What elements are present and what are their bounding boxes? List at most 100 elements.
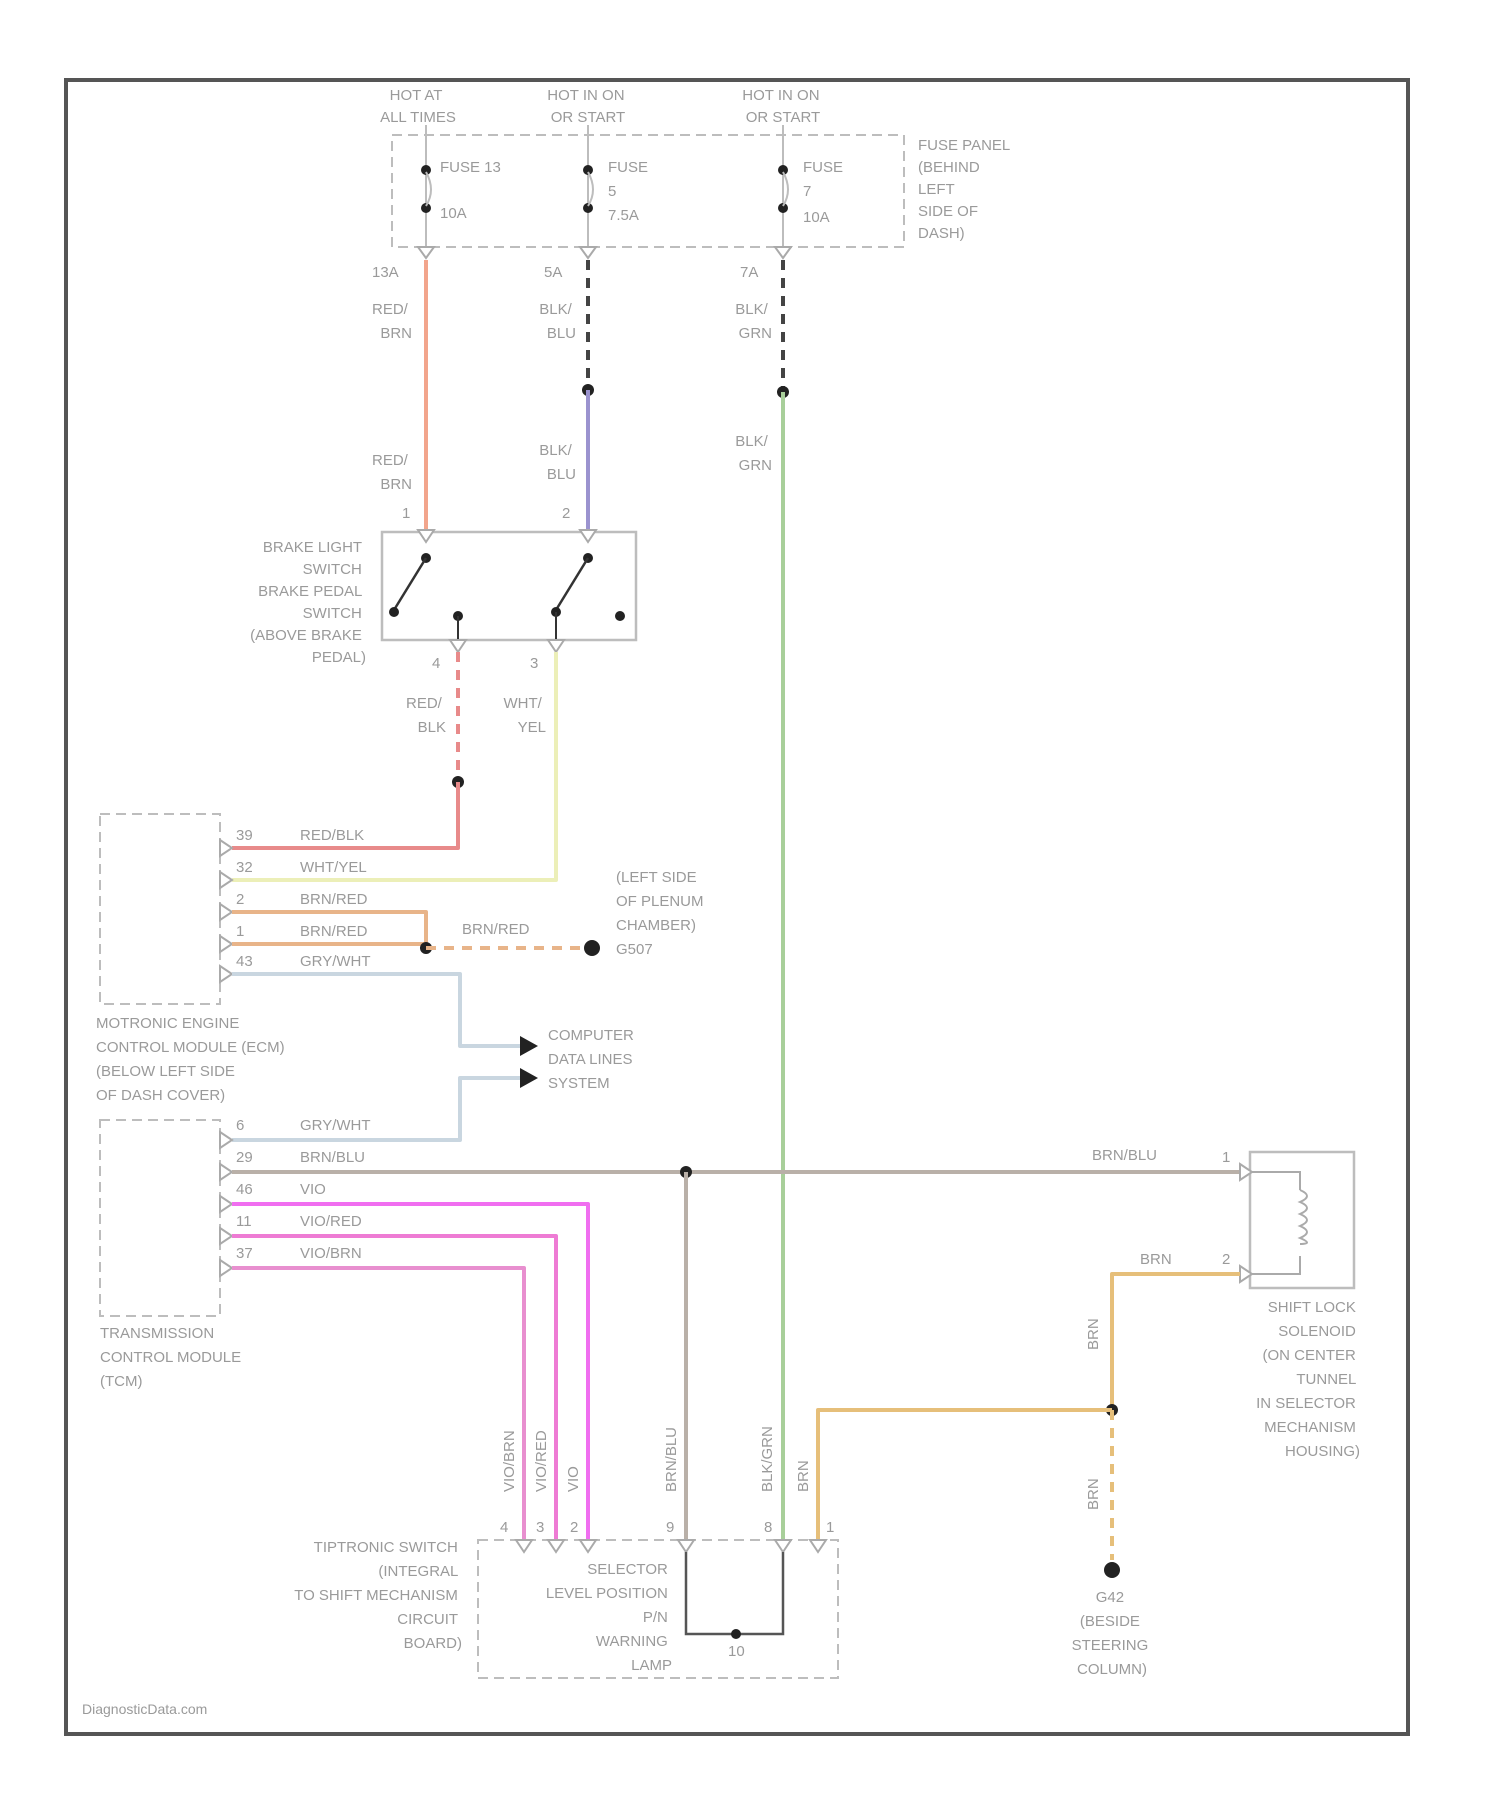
wire-blk-grn-label-mid: BLK/ GRN [735,433,772,474]
tcm-pin-6: 6 [236,1117,244,1134]
tcm-pin-11: 11 [236,1213,252,1230]
tiptronic-pins [516,1540,826,1552]
ecm-wire-32: WHT/YEL [300,859,367,876]
tcm-pin-29: 29 [236,1149,253,1166]
wire-red-brn-label-top: RED/ BRN [372,301,412,342]
ecm-pin-1: 1 [236,923,244,940]
wire-brn-vertical-label-1: BRN [1085,1318,1102,1350]
hot-run-start-label-2: HOT IN ON OR START [742,87,823,126]
tiptronic-label: TIPTRONIC SWITCH (INTEGRAL TO SHIFT MECH… [294,1539,462,1652]
brake-switch-pin-4: 4 [432,655,440,672]
tiptronic-pin-3: 3 [536,1519,544,1536]
tiptronic-wire-vio: VIO [565,1466,582,1492]
tcm-wire-6: GRY/WHT [300,1117,371,1134]
ecm-pin-32: 32 [236,859,253,876]
tcm-wire-37: VIO/BRN [300,1245,362,1262]
fuse-7-connector-pin [775,247,791,258]
brake-light-switch: 1 2 4 3 [382,505,636,672]
brake-switch-label: BRAKE LIGHT SWITCH BRAKE PEDAL SWITCH (A… [250,539,366,666]
ecm-wire-43: GRY/WHT [300,953,371,970]
tcm-wire-46: VIO [300,1181,326,1198]
selector-lamp-label: SELECTOR LEVEL POSITION P/N WARNING LAMP [546,1561,672,1674]
fuse-13-connector-pin [418,247,434,258]
tcm-wire-29: BRN/BLU [300,1149,365,1166]
fuse-5-connector-pin [580,247,596,258]
ground-g507 [584,940,600,956]
shift-lock-pin-2: 2 [1222,1251,1230,1268]
ground-steering-label: G42 (BESIDE STEERING COLUMN) [1072,1589,1153,1678]
tcm-pin-37: 37 [236,1245,253,1262]
tcm-pin-46: 46 [236,1181,253,1198]
wire-blk-blu-label-bottom: BLK/ BLU [539,442,576,483]
tiptronic-wire-brn-blu: BRN/BLU [663,1427,680,1492]
tiptronic-pin-9: 9 [666,1519,674,1536]
wire-wht-yel-label: WHT/ YEL [504,695,547,736]
wire-red-brn-label-bottom: RED/ BRN [372,452,412,493]
fuse-panel-box [392,135,904,247]
fuse-7-name: FUSE 7 [803,159,847,200]
tiptronic-wire-brn: BRN [795,1460,812,1492]
wire-vio-red [232,1236,556,1540]
selector-lamp-circuit: 10 [686,1552,783,1660]
fuse-5-rating: 7.5A [608,207,639,224]
tiptronic-wire-vio-red: VIO/RED [533,1430,550,1492]
wire-brn-blu-right-label: BRN/BLU [1092,1147,1157,1164]
tiptronic-pin-8: 8 [764,1519,772,1536]
hot-run-start-label-1: HOT IN ON OR START [547,87,628,126]
fuse-7: FUSE 7 10A 7A [740,125,847,281]
wire-vio-brn [232,1268,524,1540]
tiptronic-wire-blk-grn: BLK/GRN [759,1426,776,1492]
wire-brn-vertical-label-2: BRN [1085,1478,1102,1510]
wire-blk-grn-label-top: BLK/ GRN [735,301,772,342]
wire-gry-wht-tcm [232,1078,520,1140]
fuse-5: FUSE 5 7.5A 5A [544,125,652,281]
fuse-13-terminal: 13A [372,264,399,281]
tcm-wire-11: VIO/RED [300,1213,362,1230]
ecm-pin-39: 39 [236,827,253,844]
tiptronic-wire-vio-brn: VIO/BRN [501,1430,518,1492]
fuse-5-name: FUSE 5 [608,159,652,200]
tiptronic-pin-1: 1 [826,1519,834,1536]
fuse-panel-label: FUSE PANEL (BEHIND LEFT SIDE OF DASH) [918,137,1014,242]
ecm-label: MOTRONIC ENGINE CONTROL MODULE (ECM) (BE… [96,1015,289,1104]
hot-at-all-times-label: HOT AT ALL TIMES [380,87,456,126]
wire-red-blk-label: RED/ BLK [406,695,446,736]
wire-brn-solenoid-label: BRN [1140,1251,1172,1268]
fuse-13-name: FUSE 13 [440,159,501,176]
fuse-7-terminal: 7A [740,264,758,281]
data-lines-label: COMPUTER DATA LINES SYSTEM [548,1027,638,1092]
ecm-wire-39: RED/BLK [300,827,364,844]
data-lines-arrow-1 [520,1036,538,1056]
data-lines-arrow-2 [520,1068,538,1088]
fuse-13-rating: 10A [440,205,467,222]
ground-plenum-label: (LEFT SIDE OF PLENUM CHAMBER) G507 [616,869,708,958]
diagram-frame [66,80,1408,1734]
ecm-pin-43: 43 [236,953,253,970]
ecm-wire-1: BRN/RED [300,923,368,940]
wire-brn-red-ground-label: BRN/RED [462,921,530,938]
brake-switch-pin-3: 3 [530,655,538,672]
wire-wht-yel [232,652,556,880]
ecm-pin-2: 2 [236,891,244,908]
tcm-label: TRANSMISSION CONTROL MODULE (TCM) [100,1325,245,1390]
wire-blk-blu-label-top: BLK/ BLU [539,301,576,342]
brake-switch-box [382,532,636,640]
ecm-wire-2: BRN/RED [300,891,368,908]
shift-lock-solenoid: 1 2 [1222,1149,1354,1288]
shift-lock-label: SHIFT LOCK SOLENOID (ON CENTER TUNNEL IN… [1256,1299,1360,1460]
fuse-7-rating: 10A [803,209,830,226]
ground-g42 [1104,1562,1120,1578]
wire-brn-to-switch [818,1410,1112,1540]
tcm-box [100,1120,220,1316]
brake-switch-pin-2: 2 [562,505,570,522]
ecm-box [100,814,220,1004]
ecm-pins [220,840,232,982]
fuse-5-terminal: 5A [544,264,562,281]
wire-gry-wht-ecm [232,974,520,1046]
tiptronic-pin-4: 4 [500,1519,508,1536]
shift-lock-pin-1: 1 [1222,1149,1230,1166]
brake-switch-pin-1: 1 [402,505,410,522]
tiptronic-internal-pin-10: 10 [728,1643,745,1660]
wire-brn-solenoid [1112,1274,1240,1410]
